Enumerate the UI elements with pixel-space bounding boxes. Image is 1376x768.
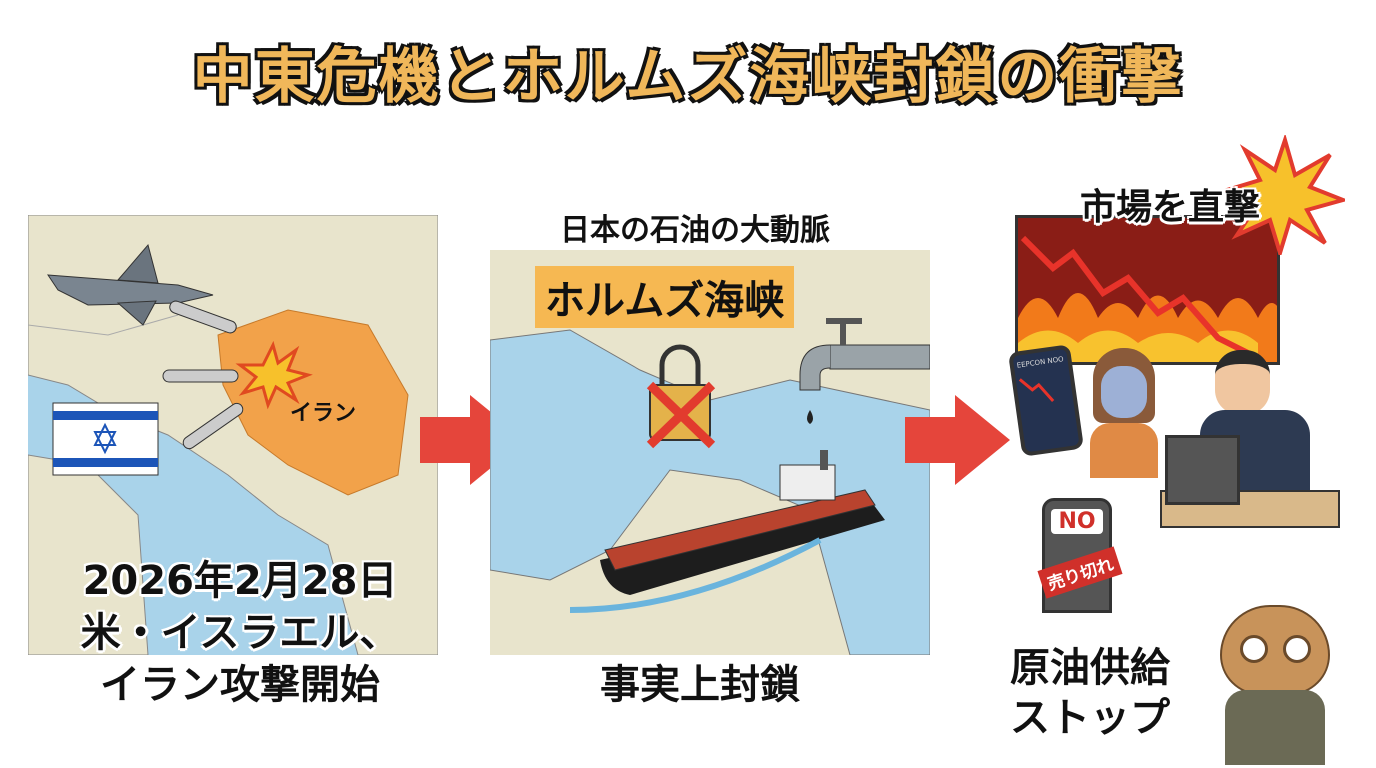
- strait-header: 日本の石油の大動脈: [560, 213, 830, 248]
- iran-label: イラン: [290, 401, 357, 426]
- attack-line2: 米・イスラエル、: [80, 610, 400, 656]
- hormuz-map: [490, 318, 930, 655]
- stressed-businessman-illustration: [1160, 350, 1360, 530]
- missile-icon: [162, 300, 244, 450]
- market-headline: 市場を直撃: [1079, 187, 1260, 228]
- flow-arrow: [905, 395, 1010, 485]
- computer-monitor-icon: [1165, 435, 1240, 505]
- middle-east-map: [28, 215, 438, 655]
- explosion-icon: [235, 340, 313, 410]
- faucet-icon: [799, 318, 930, 424]
- worried-woman-illustration: [1085, 348, 1160, 478]
- pump-sign: NO: [1051, 509, 1103, 534]
- attack-map-panel: イラン: [28, 215, 438, 655]
- explosion-burst-icon: [1225, 135, 1345, 255]
- blockade-caption: 事実上封鎖: [600, 662, 800, 708]
- strait-map-panel: ホルムズ海峡: [490, 250, 930, 655]
- downtrend-line: [1020, 235, 1250, 356]
- supply-caption-line2: ストップ: [1010, 695, 1170, 741]
- israel-flag-icon: [52, 402, 159, 476]
- market-crash-chart: [1015, 215, 1280, 365]
- supply-caption-line1: 原油供給: [1010, 645, 1170, 691]
- page-title: 中東危機とホルムズ海峡封鎖の衝撃: [191, 41, 1184, 114]
- attack-line3: イラン攻撃開始: [100, 662, 380, 708]
- lock-icon: [646, 344, 716, 449]
- attack-date: 2026年2月28日: [82, 558, 398, 604]
- owl-mascot-illustration: [1205, 595, 1355, 765]
- strait-label: ホルムズ海峡: [535, 266, 795, 328]
- smartphone-icon: EEPCON NOO: [1007, 344, 1085, 457]
- oil-tanker-icon: [569, 450, 885, 613]
